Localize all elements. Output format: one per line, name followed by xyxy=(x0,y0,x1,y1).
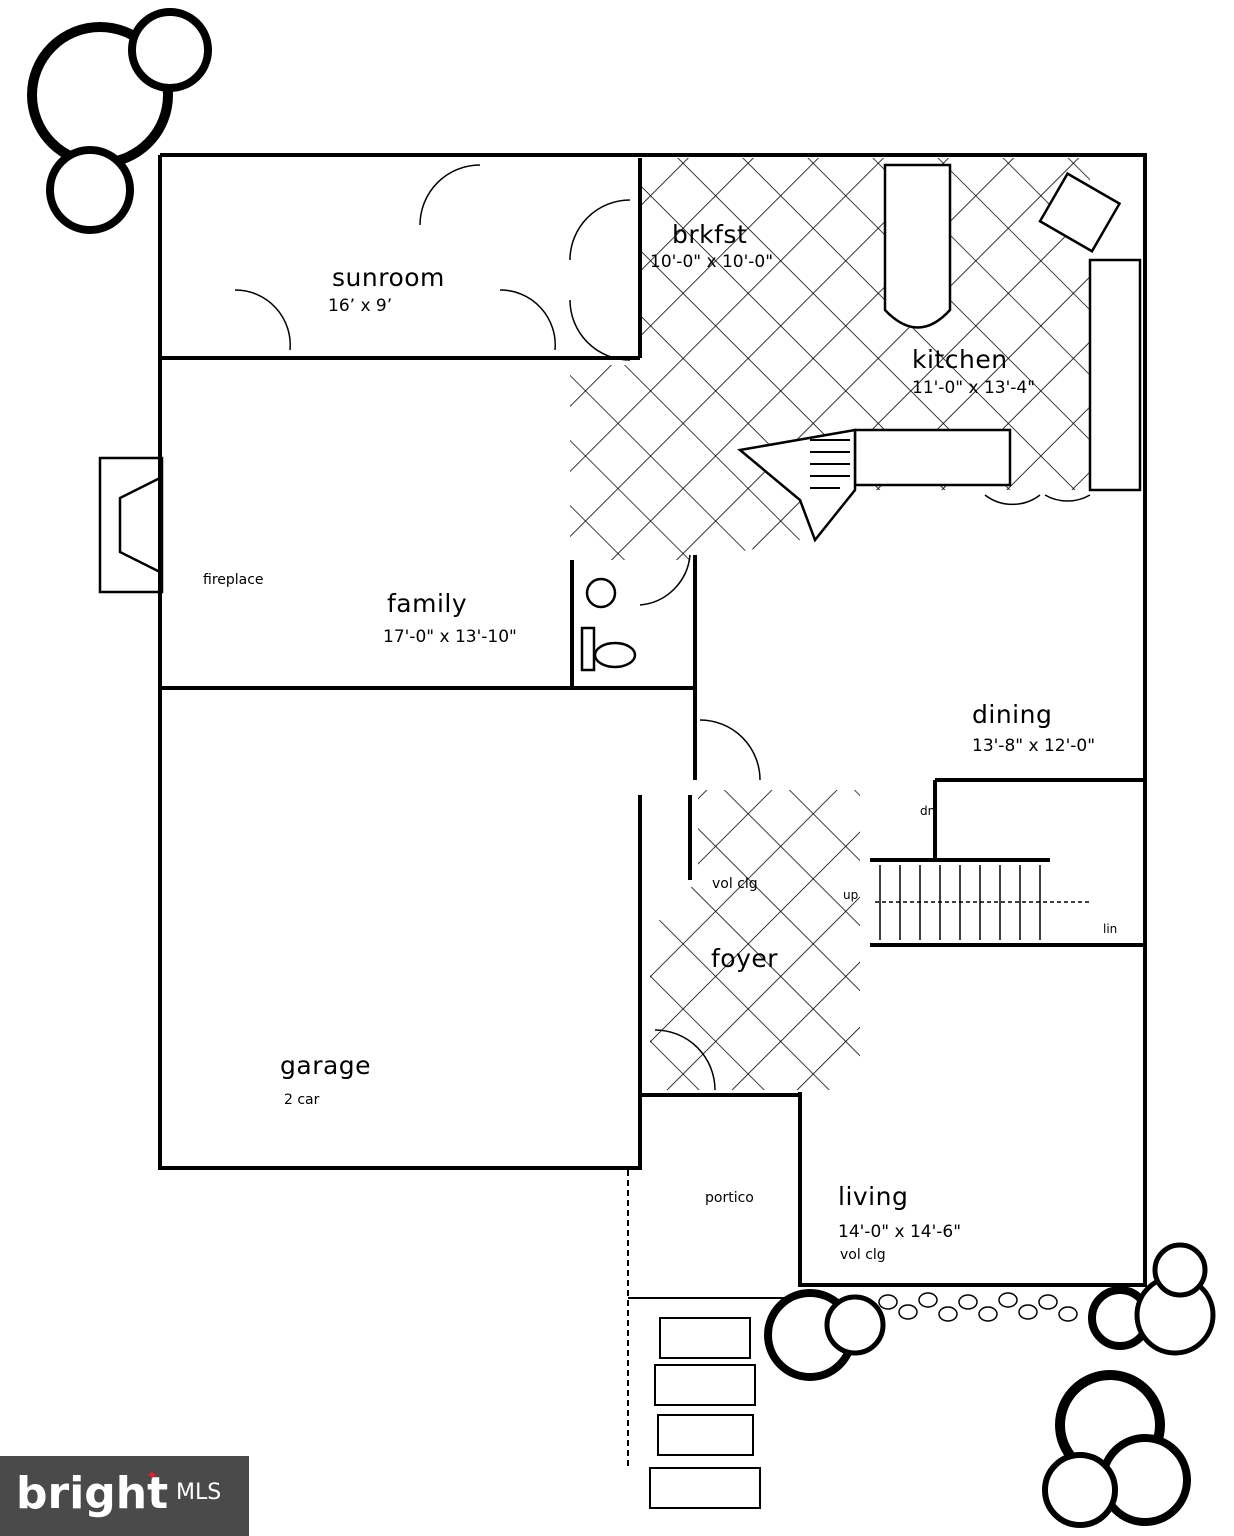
watermark-suffix: MLS xyxy=(176,1480,222,1505)
mls-watermark: bright ✦ MLS xyxy=(0,1456,249,1536)
foyer-name: foyer xyxy=(711,944,779,973)
garage-name: garage xyxy=(280,1051,372,1080)
watermark-star-icon: ✦ xyxy=(146,1468,158,1484)
fireplace-label: fireplace xyxy=(203,572,264,588)
brkfst-name: brkfst xyxy=(672,220,748,249)
watermark-brand: bright xyxy=(16,1468,169,1519)
sunroom-dims: 16’ x 9’ xyxy=(328,296,393,316)
dining-dims: 13'-8" x 12'-0" xyxy=(972,736,1096,756)
living-note: vol clg xyxy=(840,1247,886,1263)
lin-label: lin xyxy=(1103,922,1118,936)
kitchen-stair xyxy=(810,439,850,489)
kitchen-name: kitchen xyxy=(912,345,1008,374)
shrubs xyxy=(27,8,1216,1528)
sunroom-name: sunroom xyxy=(332,263,445,292)
portico-steps xyxy=(627,1170,800,1509)
family-dims: 17'-0" x 13'-10" xyxy=(383,627,517,647)
garage-note: 2 car xyxy=(284,1092,320,1108)
dn-label: dn xyxy=(920,804,936,818)
up-label: up xyxy=(843,888,859,902)
kitchen-counters xyxy=(737,163,1142,543)
dining-name: dining xyxy=(972,700,1053,729)
powder-room-fixtures xyxy=(580,577,637,672)
stone-border xyxy=(878,1292,1078,1322)
living-name: living xyxy=(838,1182,909,1211)
portico-name: portico xyxy=(705,1190,754,1206)
brkfst-dims: 10'-0" x 10'-0" xyxy=(650,252,774,272)
foyer-ceiling-label: vol clg xyxy=(712,876,758,892)
doors xyxy=(234,164,1091,1091)
kitchen-dims: 11'-0" x 13'-4" xyxy=(912,378,1036,398)
main-stair xyxy=(875,865,1090,940)
walls xyxy=(158,153,1147,1287)
living-dims: 14'-0" x 14'-6" xyxy=(838,1222,962,1242)
tile-floor xyxy=(570,158,1140,1090)
fireplace xyxy=(98,456,164,594)
family-name: family xyxy=(387,589,468,618)
